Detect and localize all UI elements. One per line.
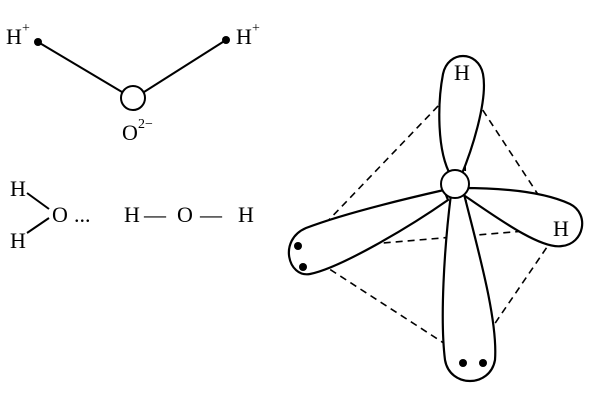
tetra-h-right-label: H xyxy=(553,216,569,241)
tetra-h-top-label: H xyxy=(454,60,470,85)
edge-left-bottom xyxy=(299,249,471,361)
h-right-label: H xyxy=(238,202,254,227)
center-ion-charge: 2− xyxy=(138,117,153,132)
bond-h-bottom xyxy=(26,217,50,234)
tetrahedral-orbital-model: H H xyxy=(287,55,584,383)
oxide-ion-circle xyxy=(120,85,146,111)
right-ion-symbol: H xyxy=(236,24,252,49)
h-bond-dots: ... xyxy=(74,202,91,227)
h-bottom-label: H xyxy=(10,228,26,253)
proton-right-dot xyxy=(222,36,230,44)
lone-pair-bottom-dot-2 xyxy=(479,359,487,367)
o-right-label: O xyxy=(177,202,193,227)
lone-pair-left-dot-2 xyxy=(299,263,307,271)
lobe-bottom xyxy=(441,192,497,383)
lobe-left xyxy=(287,188,450,276)
bond-dash-2: — xyxy=(199,202,223,227)
left-ion-charge: + xyxy=(22,21,30,36)
left-ion-symbol: H xyxy=(6,24,22,49)
right-ion-charge: + xyxy=(252,21,260,36)
lobe-right xyxy=(460,186,584,248)
lone-pair-left-dot-1 xyxy=(294,242,302,250)
hydrogen-bond-model: H H O ... H — O — H xyxy=(10,176,254,253)
proton-left-dot xyxy=(34,38,42,46)
edge-left-right xyxy=(299,227,561,251)
center-ion-symbol: O xyxy=(122,120,138,145)
bond-right xyxy=(143,39,227,93)
h-middle-label: H xyxy=(124,202,140,227)
h-top-label: H xyxy=(10,176,26,201)
bond-left xyxy=(37,41,123,93)
o-left-label: O xyxy=(52,202,68,227)
central-oxygen-circle xyxy=(440,169,470,199)
bond-dash-1: — xyxy=(143,202,167,227)
lobe-top xyxy=(438,55,485,178)
ionic-water-model: H + H + O 2− xyxy=(6,21,260,145)
lone-pair-bottom-dot-1 xyxy=(459,359,467,367)
bond-h-top xyxy=(26,192,50,210)
